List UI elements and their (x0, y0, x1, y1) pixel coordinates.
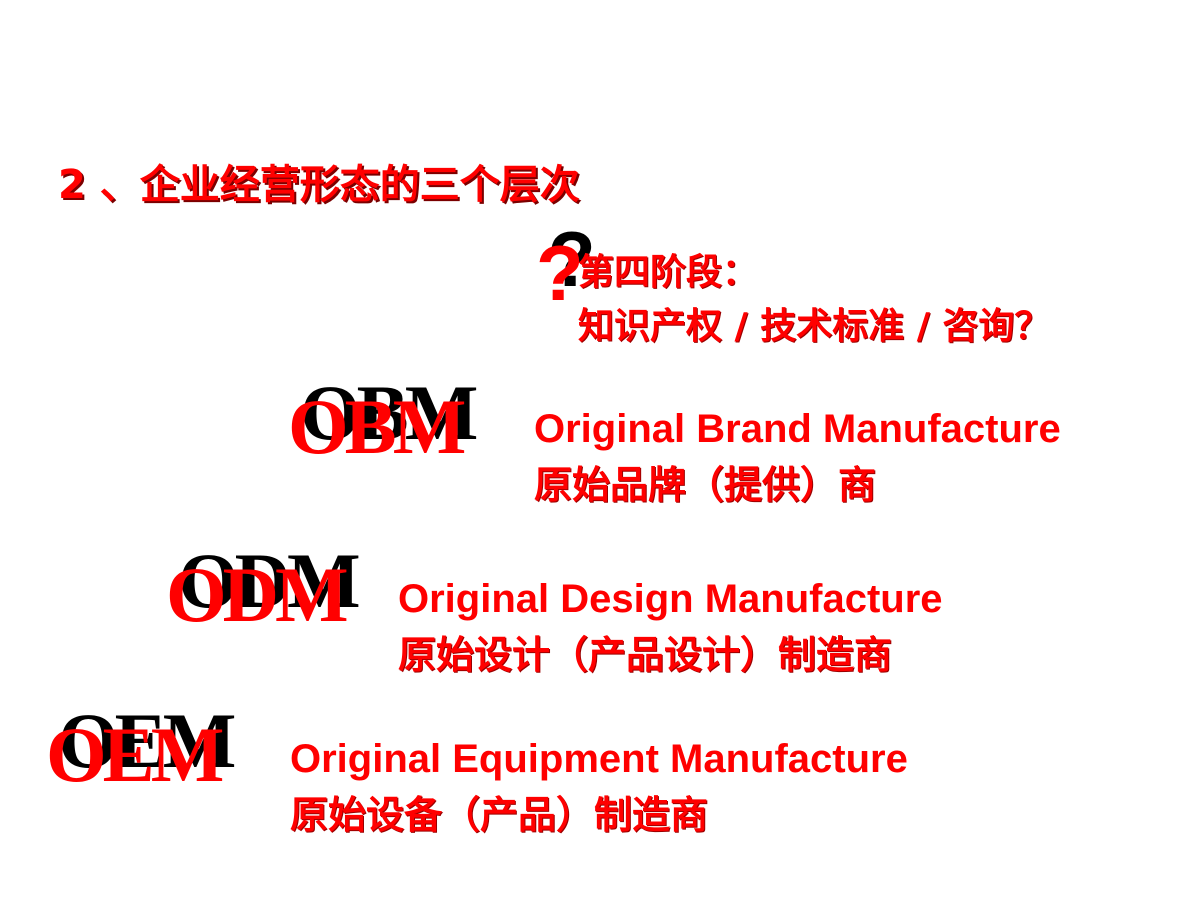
obm-acronym-text: OBM (288, 383, 466, 470)
odm-english: Original Design Manufacture (398, 577, 943, 621)
question-mark: ? (536, 229, 584, 317)
oem-acronym: OEM OEM (46, 697, 266, 798)
question-mark-shadow: ? (548, 215, 596, 303)
stage4-heading: 第四阶段： (578, 252, 759, 293)
odm-acronym-shadow: ODM (178, 537, 361, 624)
obm-acronym: OBM OBM (288, 369, 508, 470)
stage4-block: 第四阶段： 知识产权 / 技术标准 / 咨询？ (578, 246, 1050, 354)
slide-title: 2 、企业经营形态的三个层次 (58, 162, 580, 208)
stage4-items: 知识产权 / 技术标准 / 咨询？ (578, 306, 1051, 347)
oem-acronym-text: OEM (46, 711, 224, 798)
odm-chinese: 原始设计（产品设计）制造商 (398, 633, 893, 677)
question-mark-icon: ? ? (536, 215, 596, 317)
oem-english: Original Equipment Manufacture (290, 737, 908, 781)
oem-acronym-shadow: OEM (58, 697, 236, 784)
odm-acronym: ODM ODM (166, 537, 386, 638)
obm-chinese: 原始品牌（提供）商 (534, 463, 877, 507)
obm-acronym-shadow: OBM (300, 369, 478, 456)
oem-chinese: 原始设备（产品）制造商 (290, 793, 709, 837)
odm-acronym-text: ODM (166, 551, 349, 638)
obm-english: Original Brand Manufacture (534, 407, 1061, 451)
